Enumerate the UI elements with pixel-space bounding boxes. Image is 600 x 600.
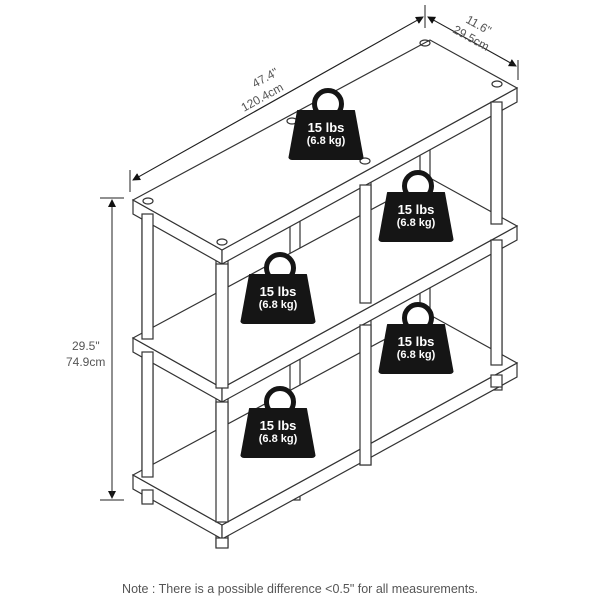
height-inches: 29.5" xyxy=(72,339,100,353)
weight-icon-bottom-right: 15 lbs(6.8 kg) xyxy=(378,302,454,374)
measurement-note: Note : There is a possible difference <0… xyxy=(122,582,478,596)
weight-icon-bottom-left: 15 lbs(6.8 kg) xyxy=(240,386,316,458)
weight-icon-top: 15 lbs(6.8 kg) xyxy=(288,88,364,160)
dimension-lines xyxy=(100,5,519,501)
weight-icon-middle-left: 15 lbs(6.8 kg) xyxy=(240,252,316,324)
height-cm: 74.9cm xyxy=(66,355,105,369)
weight-icon-middle-right: 15 lbs(6.8 kg) xyxy=(378,170,454,242)
